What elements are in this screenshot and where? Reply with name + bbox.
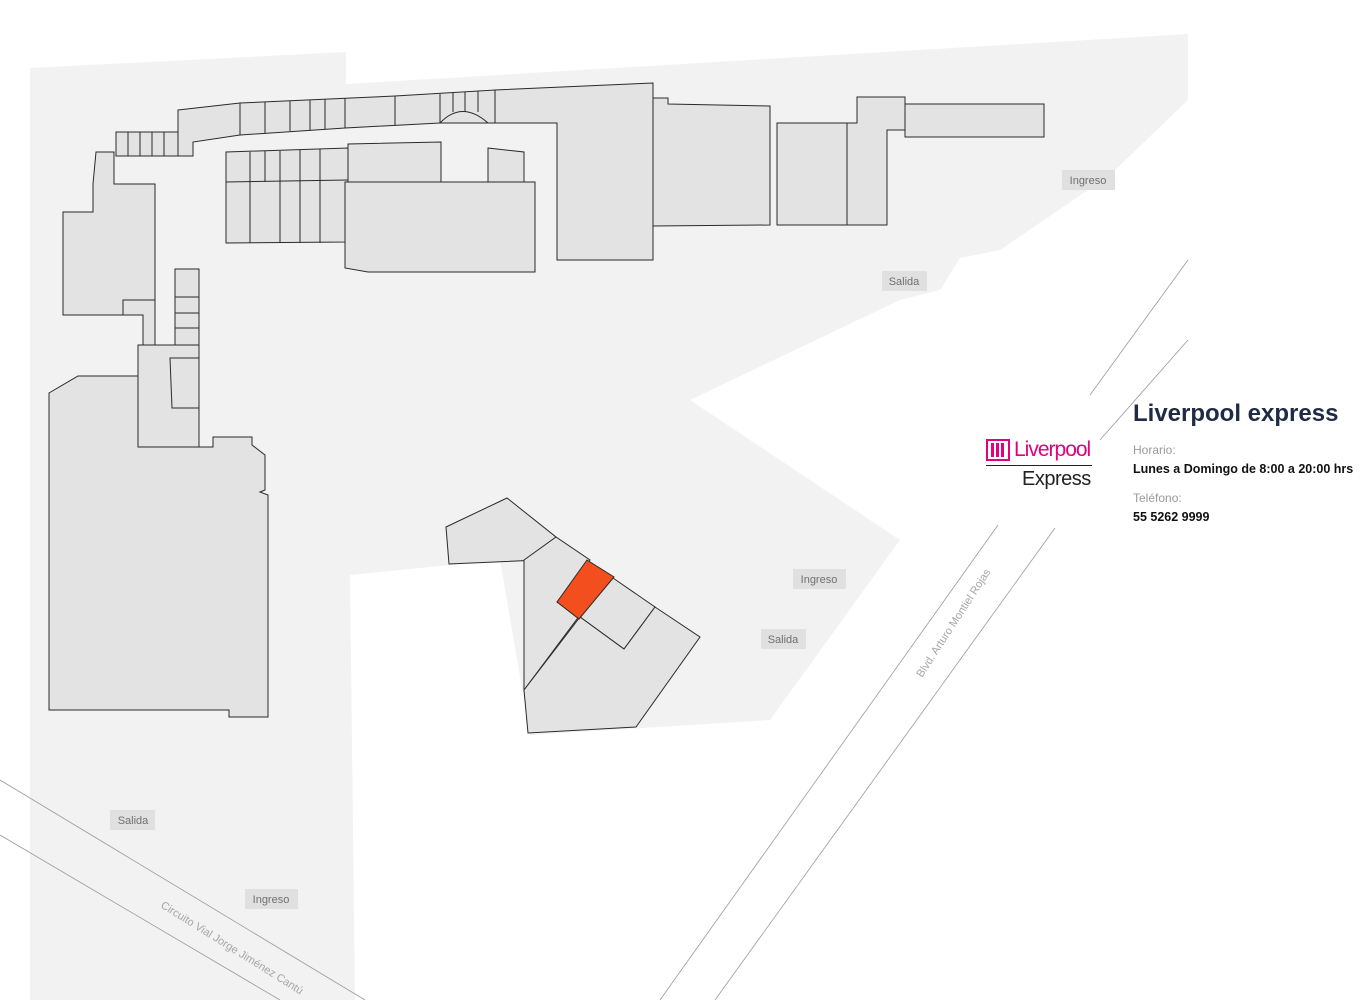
tag-bg (110, 810, 155, 830)
liverpool-logo-icon (986, 439, 1010, 461)
tag-bg (761, 629, 806, 649)
road-line (0, 779, 366, 1000)
store-divider (225, 179, 349, 183)
logo-brand-text: Liverpool (1014, 438, 1091, 461)
tag-salida: Salida (882, 271, 927, 291)
store-unit[interactable] (169, 357, 200, 409)
store-unit[interactable] (174, 268, 200, 346)
store-block-center (225, 141, 536, 273)
tag-bg (882, 271, 927, 291)
tag-label: Salida (768, 634, 799, 646)
road-label-blvd: Blvd. Arturo Montiel Rojas (914, 567, 993, 680)
road-line (0, 834, 281, 1000)
store-block-south (445, 497, 701, 734)
store-unit[interactable] (904, 103, 1045, 138)
store-anchor[interactable] (48, 375, 269, 718)
store-unit[interactable] (347, 141, 442, 183)
store-info-panel: Liverpool express Horario: Lunes a Domin… (1133, 398, 1363, 526)
tag-salida: Salida (110, 810, 155, 830)
store-unit[interactable] (494, 82, 654, 261)
phone-label: Teléfono: (1133, 491, 1182, 505)
tag-salida: Salida (761, 629, 806, 649)
store-unit[interactable] (225, 147, 349, 244)
road-line (714, 527, 1056, 1000)
store-unit[interactable] (115, 131, 179, 157)
liverpool-express-logo: Liverpool Express (986, 437, 1092, 491)
store-title: Liverpool express (1133, 400, 1339, 427)
store-unit[interactable] (487, 147, 525, 183)
road-line (1099, 339, 1189, 441)
logo-sub-text: Express (1022, 468, 1091, 490)
tag-label: Ingreso (1070, 175, 1107, 187)
tag-ingreso: Ingreso (1062, 170, 1115, 190)
store-unit[interactable] (776, 122, 848, 226)
store-unit[interactable] (177, 89, 496, 157)
road-line (659, 524, 999, 1000)
tag-bg (245, 889, 298, 909)
store-block-west (48, 151, 269, 718)
store-block-north (115, 82, 1045, 261)
tag-bg (793, 569, 846, 589)
tag-label: Ingreso (801, 574, 838, 586)
store-unit-rotunda[interactable] (438, 111, 490, 124)
tag-label: Ingreso (253, 894, 290, 906)
hours-value: Lunes a Domingo de 8:00 a 20:00 hrs (1133, 462, 1354, 476)
tag-label: Salida (889, 276, 920, 288)
store-unit[interactable] (344, 181, 536, 273)
logo-divider (986, 465, 1092, 466)
hours-label: Horario: (1133, 443, 1176, 457)
tag-ingreso: Ingreso (793, 569, 846, 589)
map-tags: Ingreso Salida Ingreso Salida Salida Ing… (110, 170, 1115, 909)
tag-ingreso: Ingreso (245, 889, 298, 909)
road-line (1089, 259, 1189, 396)
store-unit[interactable] (652, 97, 771, 227)
store-unit[interactable] (523, 606, 701, 734)
phone-value: 55 5262 9999 (1133, 510, 1210, 524)
tag-bg (1062, 170, 1115, 190)
tag-label: Salida (118, 815, 149, 827)
liverpool-express-store-highlight[interactable] (556, 559, 615, 620)
